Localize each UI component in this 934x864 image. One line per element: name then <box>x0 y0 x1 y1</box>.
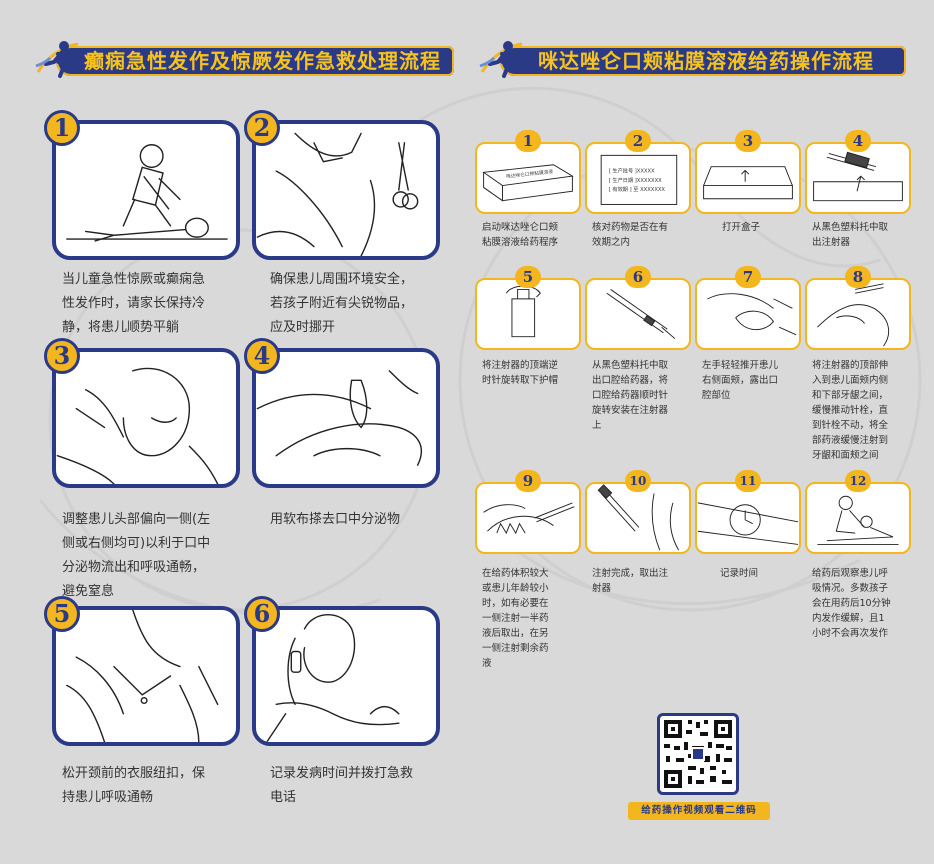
box-label: 咪达唑仑口颊粘膜溶液 <box>506 168 554 180</box>
left-step-6-card <box>252 606 440 746</box>
right-step-6-badge: 6 <box>625 266 651 288</box>
label-line-2: [ 生产日期 ]XXXXXXX <box>609 176 662 184</box>
right-step-7-badge: 7 <box>735 266 761 288</box>
left-step-4-caption: 用软布搽去口中分泌物 <box>270 512 401 527</box>
open-cheek-illustration <box>707 293 797 336</box>
right-step-5-caption: 将注射器的顶端逆 时针旋转取下护帽 <box>482 360 559 386</box>
running-figure-icon <box>35 41 79 78</box>
observe-child-illustration <box>817 495 899 545</box>
wipe-mouth-illustration <box>256 370 423 466</box>
right-step-9-card <box>475 482 581 554</box>
remove-syringe-illustration <box>597 484 680 551</box>
right-step-8-badge: 8 <box>845 266 871 288</box>
right-step-11-caption: 记录时间 <box>720 568 759 579</box>
right-step-4-card <box>805 142 911 214</box>
right-step-12-badge: 12 <box>845 470 871 492</box>
remove-cap-illustration <box>505 285 541 338</box>
inject-gum-illustration <box>483 502 575 535</box>
insert-syringe-illustration <box>817 283 890 347</box>
open-box-illustration <box>703 166 793 200</box>
right-step-4-caption: 从黑色塑料托中取 出注射器 <box>812 222 889 248</box>
left-step-4-badge: 4 <box>244 338 280 374</box>
label-line-1: [ 生产批号 ]XXXXX <box>609 166 655 174</box>
label-line-3: [ 有效期 ] 至 XXXXXXX <box>609 185 666 193</box>
phone-call-illustration <box>266 614 400 742</box>
left-step-2-badge: 2 <box>244 110 280 146</box>
left-step-3-card <box>52 348 240 488</box>
label-check-illustration: [ 生产批号 ]XXXXX [ 生产日期 ]XXXXXXX [ 有效期 ] 至 … <box>600 154 678 205</box>
left-step-6-badge: 6 <box>244 596 280 632</box>
right-step-10-badge: 10 <box>625 470 651 492</box>
right-step-3-caption: 打开盒子 <box>722 222 761 233</box>
loosen-collar-illustration <box>66 610 219 742</box>
right-step-10-card <box>585 482 691 554</box>
right-step-3-badge: 3 <box>735 130 761 152</box>
right-step-6-card <box>585 278 691 350</box>
left-step-5-caption: 松开颈前的衣服纽扣，保 持患儿呼吸通畅 <box>62 766 206 805</box>
left-step-2-card <box>252 120 440 260</box>
right-step-5-badge: 5 <box>515 266 541 288</box>
right-step-12-card <box>805 482 911 554</box>
left-step-1-badge: 1 <box>44 110 80 146</box>
video-qr-code[interactable] <box>657 713 739 795</box>
left-step-3-badge: 3 <box>44 338 80 374</box>
left-step-3-caption: 调整患儿头部偏向一侧(左 侧或右侧均可)以利于口中 分泌物流出和呼吸通畅， 避免… <box>62 512 211 599</box>
right-step-7-card <box>695 278 801 350</box>
right-step-4-badge: 4 <box>845 130 871 152</box>
right-step-10-caption: 注射完成，取出注 射器 <box>592 568 669 594</box>
right-step-2-card: [ 生产批号 ]XXXXX [ 生产日期 ]XXXXXXX [ 有效期 ] 至 … <box>585 142 691 214</box>
right-step-1-caption: 启动咪达唑仑口颊 粘膜溶液给药程序 <box>482 222 559 248</box>
left-section-banner: 癫痫急性发作及惊厥发作急救处理流程 <box>34 41 454 78</box>
take-syringe-illustration <box>813 151 903 202</box>
watch-time-illustration <box>697 502 799 545</box>
right-step-11-badge: 11 <box>735 470 761 492</box>
right-section-title: 咪达唑仑口颊粘膜溶液给药操作流程 <box>538 49 874 73</box>
turn-head-illustration <box>56 367 219 484</box>
left-step-4-card <box>252 348 440 488</box>
right-step-9-badge: 9 <box>515 470 541 492</box>
left-step-2-caption: 确保患儿周围环境安全， 若孩子附近有尖锐物品， 应及时挪开 <box>270 272 414 335</box>
right-step-12-caption: 给药后观察患儿呼 吸情况。多数孩子 会在用药后10分钟 内发作缓解，且1 小时不… <box>812 568 891 639</box>
banner-bar <box>56 46 454 76</box>
qr-code-icon <box>664 720 732 788</box>
left-step-5-badge: 5 <box>44 596 80 632</box>
right-section-banner: 咪达唑仑口颊粘膜溶液给药操作流程 <box>478 41 906 78</box>
right-step-8-caption: 将注射器的顶部伸 入到患儿面颊内侧 和下部牙龈之间， 缓慢推动针栓，直 到针栓不… <box>812 360 889 461</box>
right-step-9-caption: 在给药体积较大 或患儿年龄较小 时，如有必要在 一侧注射一半药 液后取出，在另 … <box>482 568 549 669</box>
right-step-5-card <box>475 278 581 350</box>
medicine-box-illustration: 咪达唑仑口颊粘膜溶液 <box>482 164 574 202</box>
qr-caption: 给药操作视频观看二维码 <box>628 802 770 820</box>
right-step-6-caption: 从黑色塑料托中取 出口腔给药器，将 口腔给药器顺时针 旋转安装在注射器 上 <box>592 360 669 431</box>
left-step-1-caption: 当儿童急性惊厥或癫痫急 性发作时，请家长保持冷 静，将患儿顺势平躺 <box>62 272 206 335</box>
banner-bar <box>500 46 906 76</box>
right-step-7-caption: 左手轻轻推开患儿 右侧面颊，露出口 腔部位 <box>702 360 779 401</box>
right-step-2-caption: 核对药物是否在有 效期之内 <box>592 222 669 248</box>
left-section-title: 癫痫急性发作及惊厥发作急救处理流程 <box>84 49 441 73</box>
right-step-1-card: 咪达唑仑口颊粘膜溶液 <box>475 142 581 214</box>
child-lying-illustration <box>66 144 228 242</box>
right-step-3-card <box>695 142 801 214</box>
attach-applicator-illustration <box>606 289 676 339</box>
right-step-8-card <box>805 278 911 350</box>
running-figure-icon <box>479 41 523 78</box>
right-step-11-card <box>695 482 801 554</box>
left-step-6-caption: 记录发病时间并拨打急救 电话 <box>270 766 414 805</box>
move-sharp-objects-illustration <box>256 132 419 256</box>
left-step-1-card <box>52 120 240 260</box>
right-step-2-badge: 2 <box>625 130 651 152</box>
right-step-1-badge: 1 <box>515 130 541 152</box>
left-step-5-card <box>52 606 240 746</box>
